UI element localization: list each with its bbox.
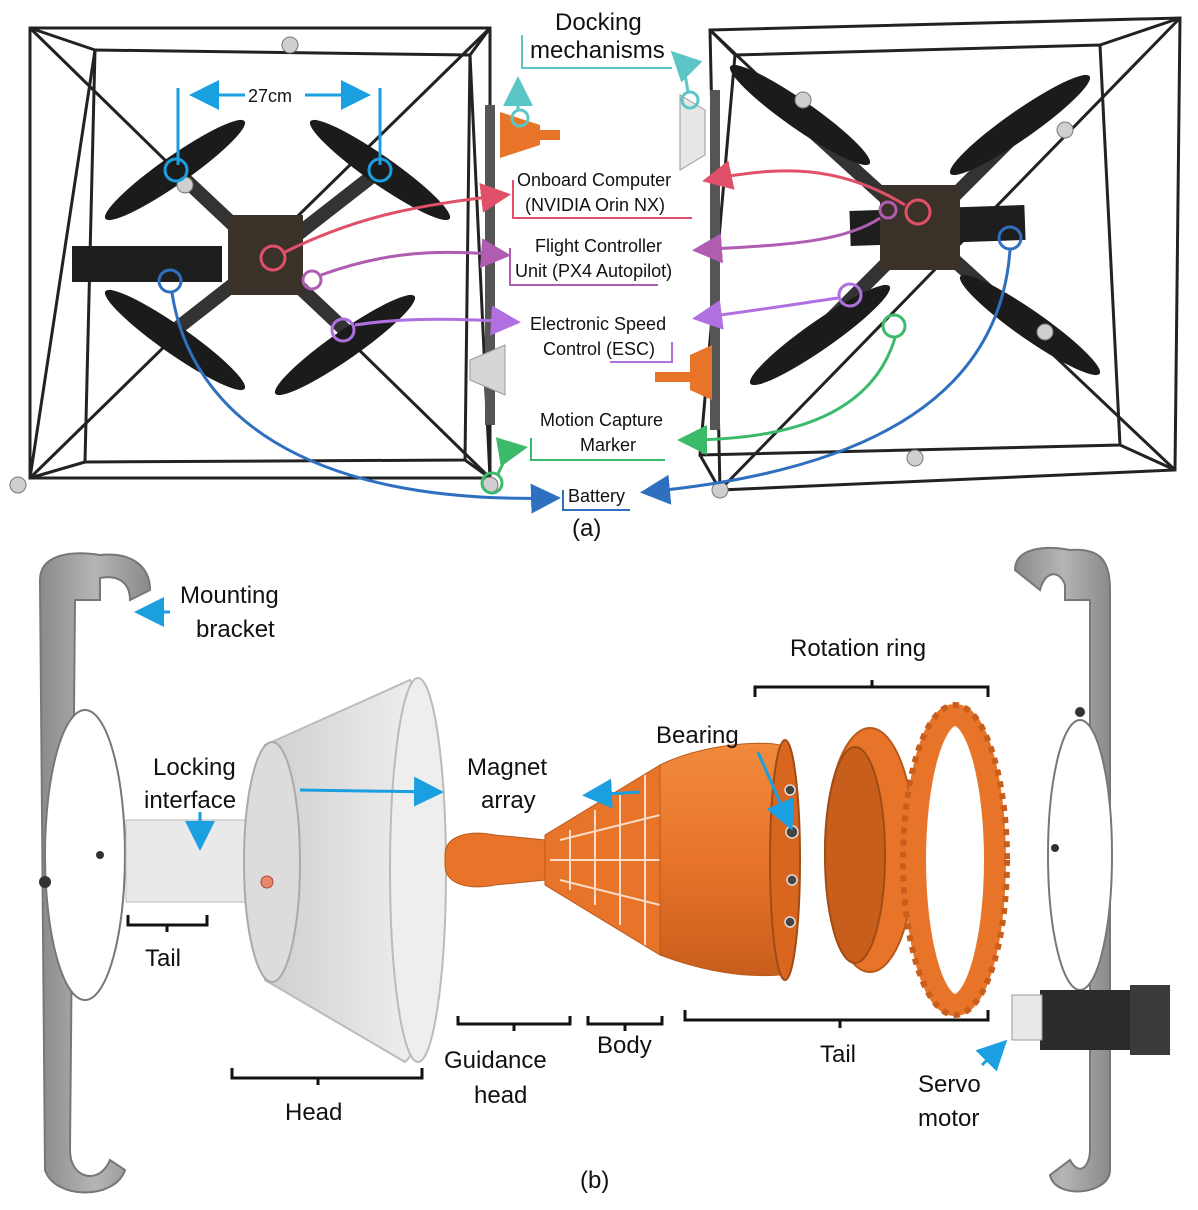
label-fcu-line1: Flight Controller (535, 236, 662, 256)
rotation-ring-gear (900, 702, 1010, 1018)
label-head-text: Head (285, 1099, 342, 1126)
guidance-head (444, 832, 546, 888)
label-docking-line1: Docking (555, 9, 642, 36)
left-mounting-bracket (38, 552, 152, 1194)
caption-b: (b) (580, 1167, 609, 1194)
label-fcu: Flight Controller Unit (PX4 Autopilot) (301, 200, 898, 291)
label-guidance-line1: Guidance (444, 1047, 547, 1074)
label-mocap: Motion Capture Marker (480, 313, 907, 495)
label-rotation-ring-text: Rotation ring (790, 635, 926, 662)
label-esc: Electronic Speed Control (ESC) (330, 282, 863, 363)
label-tail-right-text: Tail (820, 1041, 856, 1068)
label-magnet-line1: Magnet (467, 754, 547, 781)
left-drone-frame (28, 26, 492, 480)
label-mounting: Mounting bracket (134, 582, 279, 643)
label-magnet-line2: array (481, 787, 536, 814)
right-docking (655, 90, 720, 430)
label-servo: Servo motor (918, 1039, 1008, 1132)
label-locking-line2: interface (144, 787, 236, 814)
label-mocap-line1: Motion Capture (540, 410, 663, 430)
left-battery-plate (72, 246, 222, 282)
rotation-ring-sleeve (824, 727, 916, 973)
label-guidance-line2: head (474, 1082, 527, 1109)
label-mounting-line1: Mounting (180, 582, 279, 609)
right-mounting-bracket (1013, 546, 1113, 1193)
caption-a: (a) (572, 515, 601, 542)
label-battery-text: Battery (568, 486, 625, 506)
dimension-label: 27cm (248, 86, 292, 106)
label-computer-line2: (NVIDIA Orin NX) (525, 195, 665, 215)
head-screw (260, 875, 274, 889)
label-guidance: Guidance head (444, 1016, 572, 1109)
head-collar (243, 741, 301, 983)
label-tail-left-text: Tail (145, 945, 181, 972)
label-body-text: Body (597, 1032, 652, 1059)
right-drone-propellers (729, 64, 1101, 386)
head-arrow (299, 776, 444, 807)
label-docking: Docking mechanisms (503, 9, 703, 128)
panel-a: 27cm (9, 9, 1182, 542)
left-drone: 27cm (9, 26, 560, 494)
label-docking-line2: mechanisms (530, 37, 665, 64)
left-mocap-markers (9, 36, 499, 494)
label-fcu-line2: Unit (PX4 Autopilot) (515, 261, 672, 281)
label-bearing: Bearing (656, 722, 795, 831)
label-rotation-ring: Rotation ring (753, 635, 990, 697)
label-battery: Battery (157, 225, 1023, 514)
label-locking: Locking interface (144, 754, 236, 851)
label-bearing-text: Bearing (656, 722, 739, 749)
label-magnet: Magnet array (467, 754, 641, 814)
label-esc-line2: Control (ESC) (543, 339, 655, 359)
label-computer-line1: Onboard Computer (517, 170, 671, 190)
servo-motor (1011, 985, 1170, 1055)
label-tail-left: Tail (126, 915, 209, 972)
label-tail-right: Tail (683, 1010, 990, 1068)
magnet-array-grid (550, 775, 661, 945)
right-mocap-markers (711, 91, 1074, 499)
dimension-27cm: 27cm (163, 80, 393, 183)
label-mounting-line2: bracket (196, 616, 275, 643)
panel-b: Mounting bracket Locking interface Tail … (38, 546, 1170, 1194)
label-computer: Onboard Computer (NVIDIA Orin NX) (259, 160, 932, 272)
label-locking-line1: Locking (153, 754, 236, 781)
label-head: Head (230, 1068, 424, 1126)
label-servo-line2: motor (918, 1105, 979, 1132)
left-electronics (228, 215, 303, 295)
label-esc-line1: Electronic Speed (530, 314, 666, 334)
right-drone (655, 16, 1182, 499)
tail-housing (659, 742, 781, 977)
label-servo-line1: Servo (918, 1071, 981, 1098)
label-mocap-line2: Marker (580, 435, 636, 455)
head-rim (389, 677, 447, 1063)
label-body: Body (586, 1016, 664, 1059)
bearing-flange (769, 739, 801, 981)
left-drone-propellers (104, 119, 451, 396)
